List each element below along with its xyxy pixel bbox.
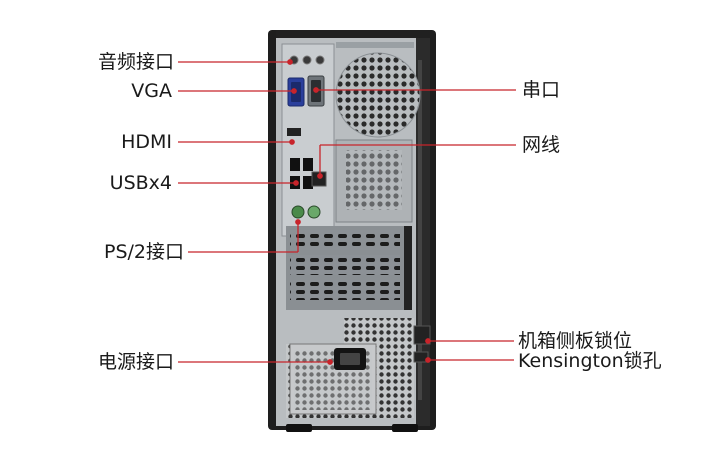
label-network: 网线 bbox=[522, 134, 561, 156]
label-audio-port: 音频接口 bbox=[97, 51, 174, 73]
io-shield bbox=[281, 43, 335, 237]
label-serial-port: 串口 bbox=[522, 79, 561, 101]
label-hdmi: HDMI bbox=[121, 131, 172, 153]
hdmi-port bbox=[287, 128, 301, 136]
mid-bracket bbox=[335, 139, 413, 223]
label-vga: VGA bbox=[131, 80, 172, 102]
ps2-ports bbox=[291, 205, 321, 219]
label-usb: USBx4 bbox=[109, 172, 172, 194]
label-kensington: Kensington锁孔 bbox=[518, 350, 662, 372]
psu-area bbox=[286, 318, 414, 418]
label-ps2: PS/2接口 bbox=[103, 241, 184, 263]
audio-jacks bbox=[289, 55, 325, 65]
fan-grille bbox=[335, 52, 421, 138]
label-chassis-lock: 机箱侧板锁位 bbox=[518, 330, 633, 352]
label-power-port: 电源接口 bbox=[97, 351, 174, 373]
expansion-slots bbox=[286, 226, 412, 310]
kensington-slot bbox=[413, 351, 429, 363]
callout-lines bbox=[178, 59, 516, 365]
